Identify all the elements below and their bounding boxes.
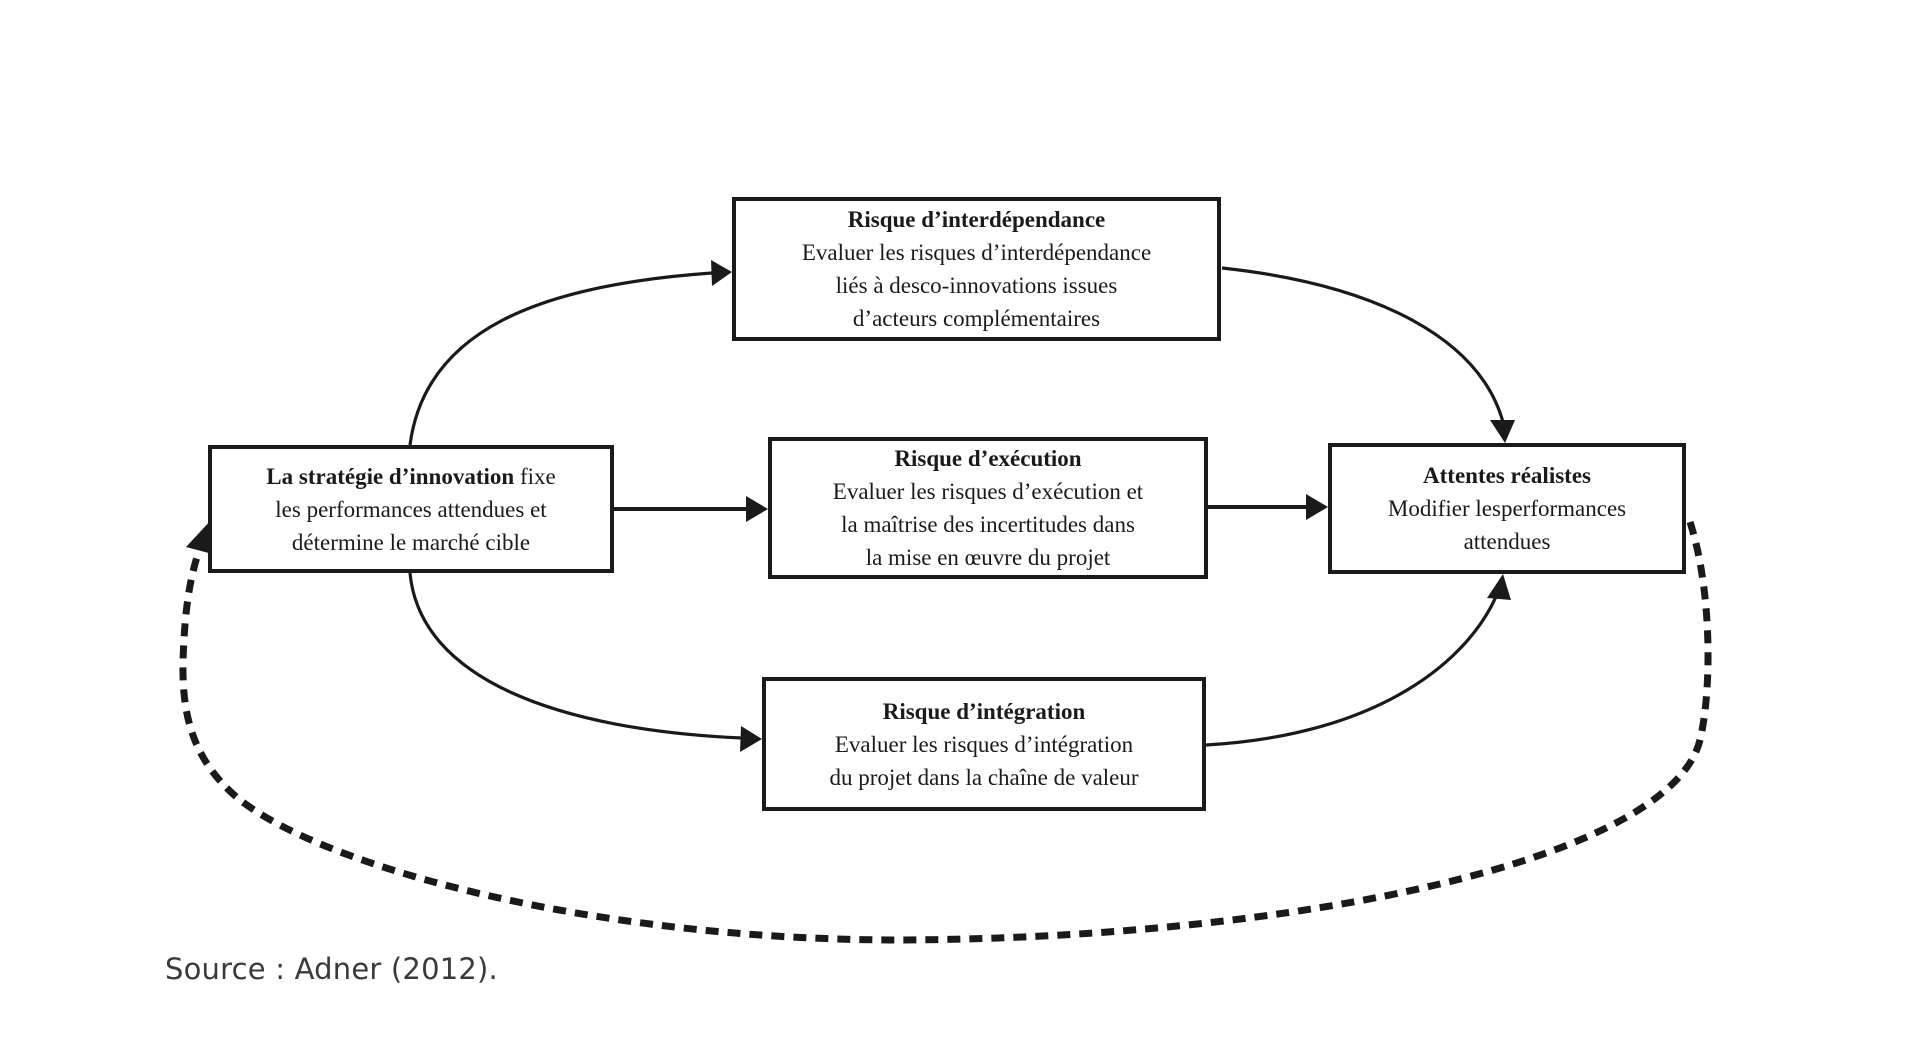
node-execution-title: Risque d’exécution (894, 446, 1082, 471)
node-attentes: Attentes réalistes Modifier lesperforman… (1328, 443, 1686, 574)
node-strategy: La stratégie d’innovation fixe les perfo… (208, 445, 614, 573)
node-strategy-title: La stratégie d’innovation (266, 463, 515, 489)
node-execution-line-1: Evaluer les risques d’exécution et (832, 479, 1144, 504)
node-integration: Risque d’intégration Evaluer les risques… (762, 677, 1206, 811)
node-interdependance-line-2: liés à desco-innovations issues (835, 273, 1118, 298)
arrowhead-interdependance (711, 260, 732, 286)
node-integration-line-2: du projet dans la chaîne de valeur (829, 764, 1139, 790)
node-execution-line-3: la mise en œuvre du projet (865, 545, 1111, 570)
node-strategy-line-1: La stratégie d’innovation fixe (266, 460, 555, 493)
arrowhead-execution (746, 496, 768, 522)
arrowhead-attentes-bottom (1487, 574, 1511, 600)
source-caption: Source : Adner (2012). (165, 952, 498, 986)
arrowhead-integration (740, 726, 762, 752)
node-strategy-line-1-rest: fixe (519, 463, 556, 489)
node-integration-title: Risque d’intégration (882, 698, 1086, 724)
edge-strategy-to-integration (408, 572, 743, 740)
node-strategy-line-2: les performances attendues et (275, 496, 547, 522)
node-interdependance-title: Risque d’interdépendance (847, 207, 1106, 232)
node-strategy-line-3: détermine le marché cible (291, 529, 531, 555)
node-attentes-line-1: Modifier lesperformances (1387, 496, 1627, 521)
node-interdependance: Risque d’interdépendance Evaluer les ris… (732, 197, 1221, 341)
node-attentes-title: Attentes réalistes (1423, 463, 1591, 488)
node-execution: Risque d’exécution Evaluer les risques d… (768, 437, 1208, 579)
node-execution-line-2: la maîtrise des incertitudes dans (841, 512, 1135, 537)
node-interdependance-line-3: d’acteurs complémentaires (852, 306, 1101, 331)
edge-integration-to-attentes (1205, 591, 1500, 747)
node-interdependance-line-1: Evaluer les risques d’interdépendance (801, 240, 1152, 265)
edge-feedback-attentes-to-strategy (179, 520, 1712, 944)
edge-strategy-to-interdependance (408, 271, 713, 446)
edge-interdependance-to-attentes (1221, 266, 1505, 423)
node-attentes-line-2: attendues (1463, 529, 1551, 554)
node-integration-line-1: Evaluer les risques d’intégration (834, 731, 1134, 757)
arrowhead-attentes-top (1490, 420, 1515, 443)
arrowhead-attentes-middle (1306, 494, 1328, 520)
